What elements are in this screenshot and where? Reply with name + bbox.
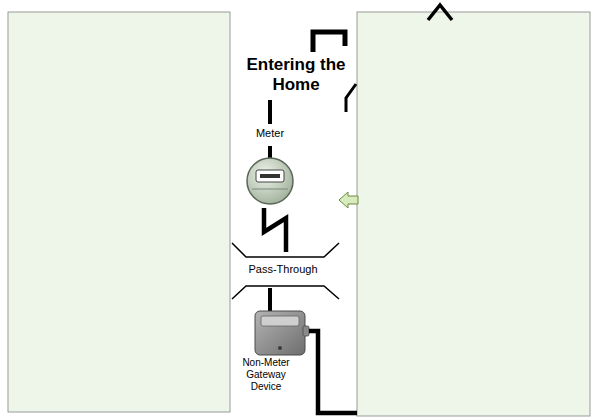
wire	[268, 146, 272, 158]
gateway-device-icon	[255, 311, 309, 355]
pass-through-bracket	[232, 243, 339, 257]
pointer-arrow	[339, 192, 358, 208]
roof-caret	[428, 5, 452, 20]
section-heading: Entering the Home	[240, 55, 352, 94]
left-panel	[8, 12, 230, 412]
pass-through-bracket	[232, 286, 339, 299]
label-slot: Pass-Through	[243, 263, 323, 276]
right-panel	[357, 12, 590, 416]
part-label: Meter	[245, 127, 295, 140]
label-slot: Entering the Home	[240, 55, 352, 94]
service-wire	[313, 32, 345, 52]
label-slot: Non-Meter Gateway Device	[240, 357, 292, 393]
label-slot: Meter	[245, 127, 295, 140]
wire	[268, 100, 272, 124]
part-label: Non-Meter Gateway Device	[240, 357, 292, 393]
wire	[309, 331, 357, 413]
service-wire	[346, 84, 356, 112]
meter-icon	[247, 158, 293, 204]
wire	[268, 288, 272, 312]
break-wire	[264, 208, 286, 252]
part-label: Pass-Through	[243, 263, 323, 276]
